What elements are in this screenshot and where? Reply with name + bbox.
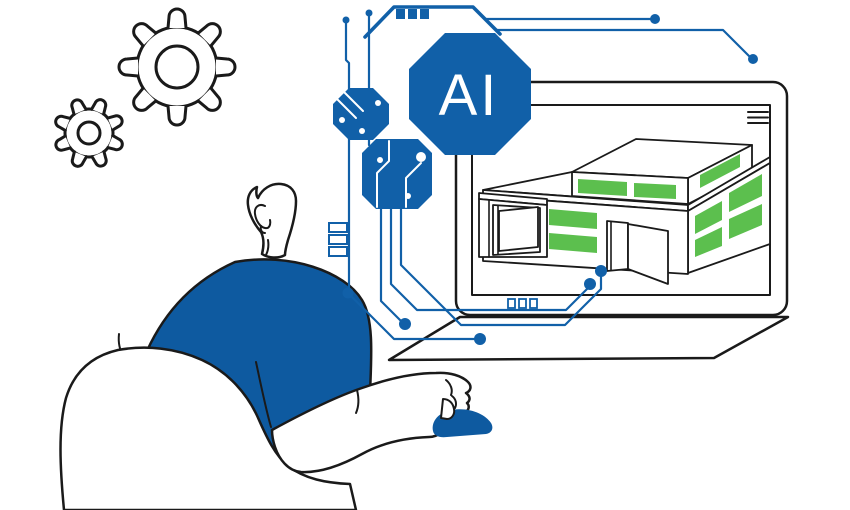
circuit-chip-icon-upper xyxy=(333,88,389,140)
fingertips xyxy=(440,398,456,420)
finger-line xyxy=(445,379,453,396)
smart-factory-icon xyxy=(478,138,771,285)
window xyxy=(695,201,722,234)
trace-node xyxy=(595,265,607,277)
trace-node xyxy=(650,14,660,24)
person-arm xyxy=(270,371,493,474)
window xyxy=(549,233,597,253)
hamburger-menu-icon xyxy=(747,111,769,124)
ear xyxy=(253,204,272,230)
circuit-trace-lines xyxy=(328,5,758,345)
circuit-chip-icon-lower xyxy=(362,139,432,209)
shirt-crease xyxy=(255,361,272,428)
small-gear-icon xyxy=(54,98,124,168)
cuff-line xyxy=(355,389,360,414)
trace-node xyxy=(342,16,350,24)
garage-opening xyxy=(606,220,629,272)
bezel-ports xyxy=(507,298,538,309)
wing-door xyxy=(498,206,539,252)
finger-line xyxy=(451,395,457,409)
garage-door xyxy=(627,223,669,285)
window xyxy=(729,174,762,212)
window xyxy=(549,209,597,229)
ear-lobe xyxy=(259,225,266,234)
trace-node xyxy=(399,318,411,330)
window xyxy=(634,183,676,199)
window xyxy=(695,227,722,257)
large-gear-icon xyxy=(117,7,237,127)
trace-node xyxy=(474,333,486,345)
neck-line xyxy=(265,239,270,256)
ai-octagon-icon: AI xyxy=(409,33,531,155)
pin-header-icon xyxy=(396,9,429,19)
person-head xyxy=(246,182,298,259)
ai-badge-label: AI xyxy=(439,63,500,128)
trace-node xyxy=(365,9,373,17)
trace-node xyxy=(584,278,596,290)
window xyxy=(729,204,762,239)
window xyxy=(578,179,627,196)
trace-node xyxy=(748,54,758,64)
laptop-base xyxy=(387,315,790,362)
window xyxy=(700,154,740,188)
laptop xyxy=(387,80,790,362)
trace-node xyxy=(342,287,354,299)
memory-module-icon xyxy=(328,222,348,257)
